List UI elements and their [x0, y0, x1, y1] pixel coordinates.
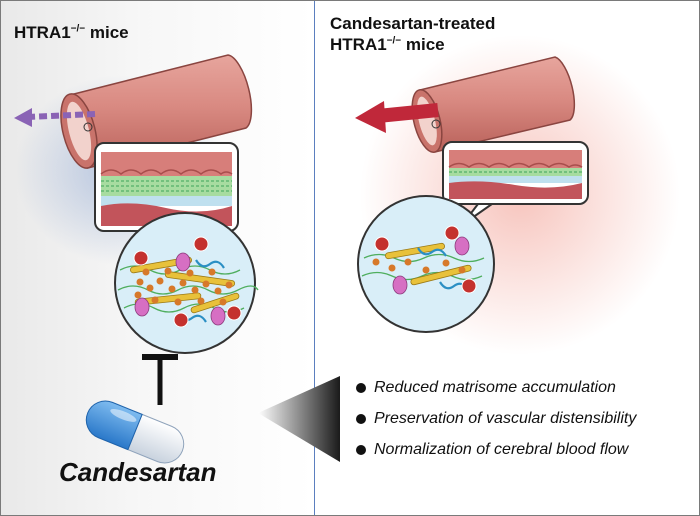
bullet-dot — [356, 382, 366, 393]
drug-label: Candesartan — [59, 457, 217, 487]
outcome-item: Preservation of vascular distensibility — [356, 403, 636, 434]
right-matrisome-bubble — [357, 195, 495, 333]
outcome-item: Reduced matrisome accumulation — [356, 372, 636, 403]
right-zoom-marker — [431, 119, 441, 129]
left-vessel — [60, 54, 253, 169]
right-panel-title-line2: HTRA1−/− mice — [330, 35, 445, 54]
outcome-item: Normalization of cerebral blood flow — [356, 434, 636, 465]
left-flow-arrow — [14, 108, 96, 127]
right-panel-title-line1: Candesartan-treated — [330, 14, 496, 33]
right-wall-zoom — [442, 141, 589, 226]
bullet-dot — [356, 413, 366, 424]
left-zoom-marker — [83, 122, 93, 132]
outcome-list: Reduced matrisome accumulation Preservat… — [356, 372, 636, 465]
effect-cone — [258, 376, 340, 462]
inhibition-symbol — [142, 354, 178, 405]
right-panel-title: Candesartan-treated HTRA1−/− mice — [330, 13, 495, 55]
candesartan-pill — [85, 400, 185, 464]
panel-divider — [314, 1, 315, 515]
right-flow-arrow — [355, 101, 439, 133]
left-matrisome-bubble — [114, 212, 259, 354]
bullet-dot — [356, 444, 366, 455]
left-panel-title: HTRA1−/− mice — [14, 23, 129, 42]
